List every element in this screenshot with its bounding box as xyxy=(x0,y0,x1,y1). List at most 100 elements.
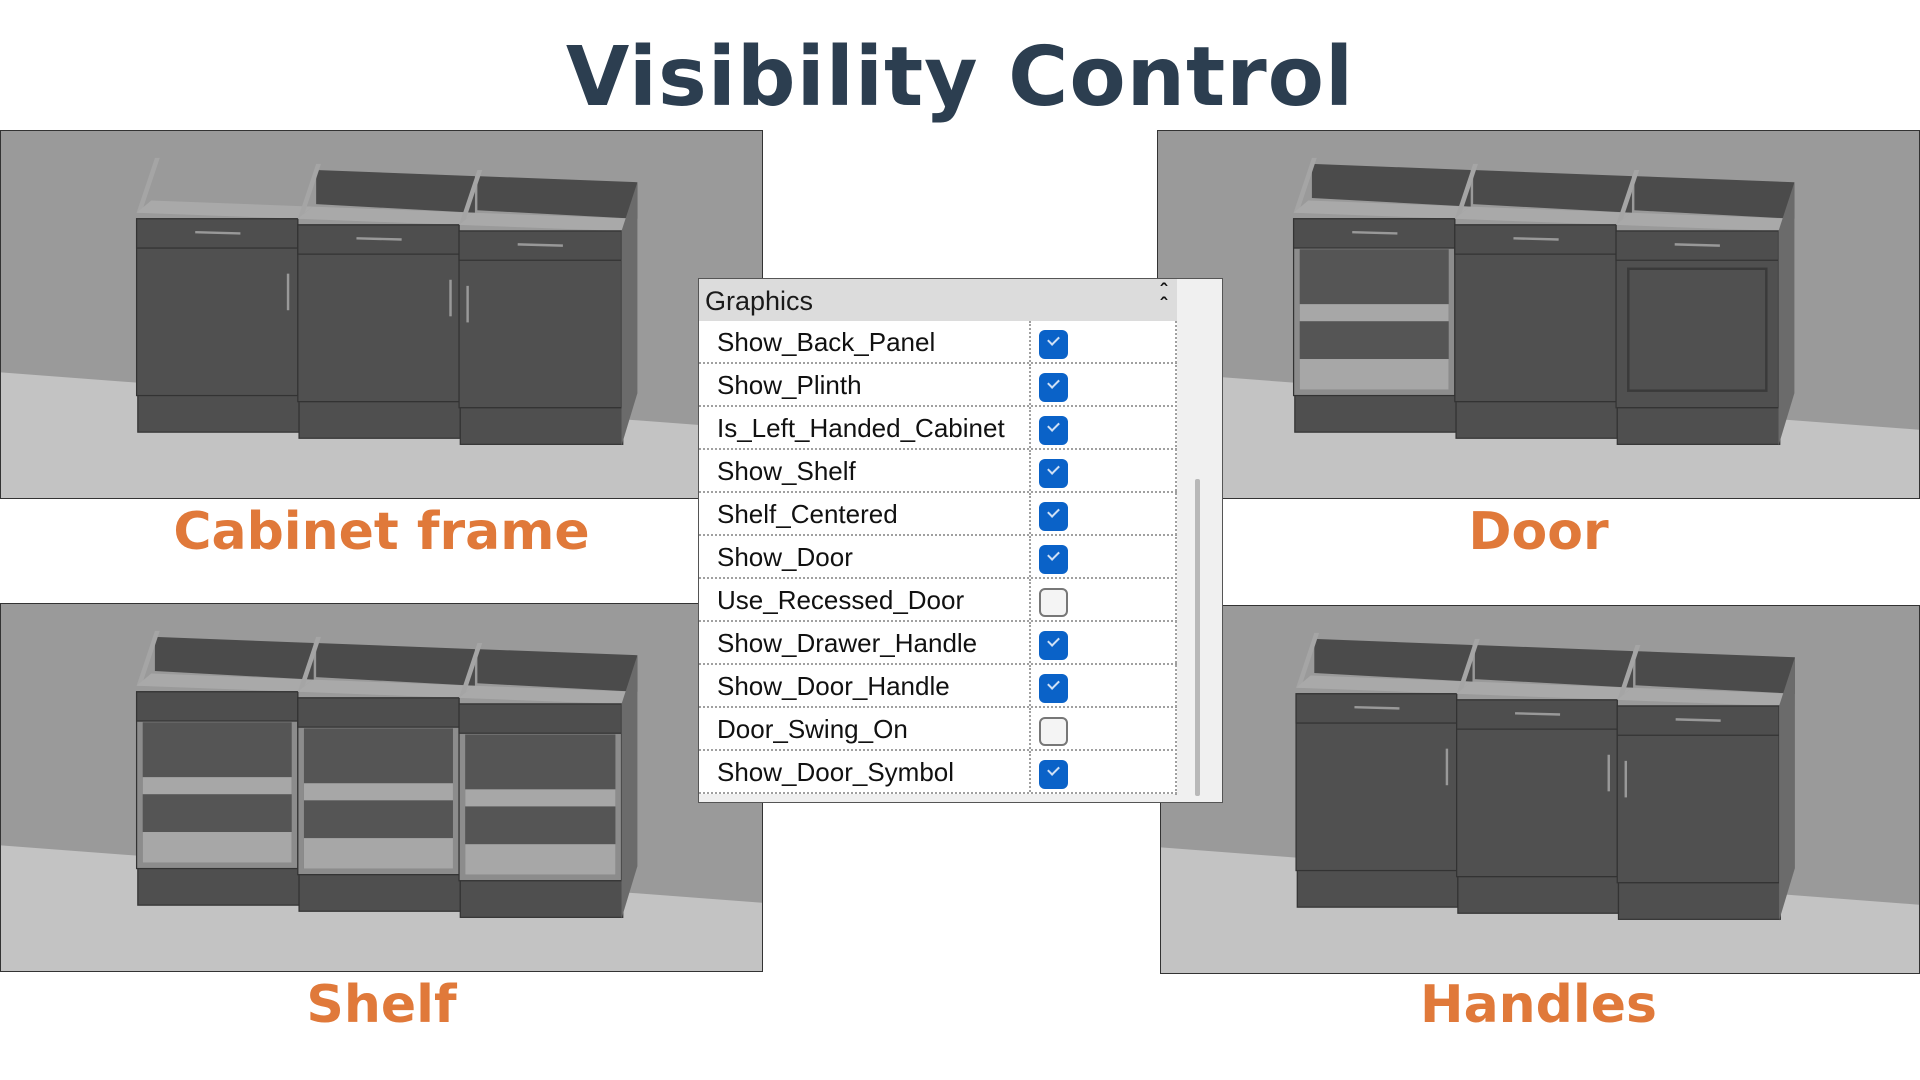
drawer-handle xyxy=(1674,243,1720,247)
plinth xyxy=(137,867,300,906)
checkbox[interactable] xyxy=(1039,373,1068,402)
top-rail xyxy=(459,212,637,231)
plinth xyxy=(1296,869,1459,908)
parameter-value-cell xyxy=(1029,665,1177,706)
scrollbar[interactable] xyxy=(1195,479,1200,796)
checkbox[interactable] xyxy=(1039,631,1068,660)
side-panel xyxy=(297,636,322,692)
parameter-row: Show_Back_Panel xyxy=(699,321,1177,364)
shelf xyxy=(303,783,453,801)
parameter-value-cell xyxy=(1029,751,1177,792)
parameter-label: Is_Left_Handed_Cabinet xyxy=(717,413,1005,443)
checkbox[interactable] xyxy=(1039,459,1068,488)
parameter-value-cell xyxy=(1029,321,1177,362)
shelf-render xyxy=(0,603,763,972)
top-rail xyxy=(297,206,474,225)
back-panel xyxy=(154,636,314,680)
handles-caption: Handles xyxy=(1420,975,1657,1035)
drawer-handle xyxy=(1513,237,1559,241)
plinth xyxy=(298,401,461,439)
side-panel xyxy=(459,170,483,225)
top-rail xyxy=(459,685,637,704)
parameter-label: Show_Shelf xyxy=(717,456,856,486)
plinth xyxy=(1294,394,1457,433)
checkbox[interactable] xyxy=(1039,502,1068,531)
parameter-row: Show_Plinth xyxy=(699,364,1177,407)
parameter-value-cell xyxy=(1029,536,1177,577)
top-rail xyxy=(136,200,313,219)
checkbox[interactable] xyxy=(1039,330,1068,359)
right-side-panel xyxy=(621,655,638,919)
parameter-value-cell xyxy=(1029,407,1177,448)
plinth xyxy=(137,394,300,433)
parameter-label: Show_Door_Symbol xyxy=(717,757,955,787)
plinth xyxy=(459,880,624,918)
back-panel xyxy=(1635,651,1795,694)
drawer-handle xyxy=(1352,230,1398,235)
back-panel xyxy=(1634,176,1795,219)
shelf-caption: Shelf xyxy=(306,975,457,1035)
top-rail xyxy=(1454,206,1631,225)
checkbox[interactable] xyxy=(1039,760,1068,789)
side-panel xyxy=(459,643,483,698)
back-panel xyxy=(1474,645,1634,688)
parameter-row: Show_Door xyxy=(699,536,1177,579)
parameter-row: Is_Left_Handed_Cabinet xyxy=(699,407,1177,450)
grid-divider xyxy=(1175,321,1177,795)
parameter-value-cell xyxy=(1029,493,1177,534)
bottom-shelf xyxy=(465,844,616,875)
drawer-handle xyxy=(517,243,563,247)
parameter-value-cell xyxy=(1029,579,1177,620)
checkbox[interactable] xyxy=(1039,416,1068,445)
bottom-shelf xyxy=(142,832,292,863)
side-panel xyxy=(1296,632,1320,688)
side-panel xyxy=(1616,170,1640,225)
plinth xyxy=(1457,876,1620,914)
handles-render xyxy=(1160,605,1920,974)
top-rail xyxy=(1456,681,1632,700)
drawer-front xyxy=(458,703,623,734)
side-panel xyxy=(1617,645,1641,700)
plinth xyxy=(459,407,624,445)
shelf xyxy=(142,777,292,795)
back-panel xyxy=(1314,638,1473,682)
top-rail xyxy=(1616,212,1794,231)
side-panel xyxy=(1454,163,1479,219)
back-panel xyxy=(477,649,638,692)
parameter-value-cell xyxy=(1029,622,1177,663)
page-title: Visibility Control xyxy=(565,30,1355,125)
parameter-value-cell xyxy=(1029,708,1177,749)
parameter-value-cell xyxy=(1029,450,1177,491)
parameter-row: Show_Drawer_Handle xyxy=(699,622,1177,665)
right-side-panel xyxy=(621,182,638,446)
plinth xyxy=(298,874,461,912)
back-panel xyxy=(316,643,475,686)
parameter-label: Use_Recessed_Door xyxy=(717,585,965,615)
plinth xyxy=(1455,401,1618,439)
door-caption: Door xyxy=(1468,502,1609,562)
checkbox[interactable] xyxy=(1039,717,1068,746)
bottom-shelf xyxy=(1299,359,1449,390)
parameter-row: Use_Recessed_Door xyxy=(699,579,1177,622)
top-rail xyxy=(297,679,474,698)
checkbox[interactable] xyxy=(1039,674,1068,703)
cabinet-frame-render xyxy=(0,130,763,499)
drawer-front xyxy=(297,697,460,728)
top-rail xyxy=(136,673,313,692)
checkbox[interactable] xyxy=(1039,588,1068,617)
parameter-label: Show_Back_Panel xyxy=(717,327,936,357)
parameter-value-cell xyxy=(1029,364,1177,405)
parameter-row: Show_Door_Symbol xyxy=(699,751,1177,794)
parameter-row: Show_Door_Handle xyxy=(699,665,1177,708)
parameter-label: Show_Door_Handle xyxy=(717,671,950,701)
parameter-label: Show_Door xyxy=(717,542,853,572)
right-side-panel xyxy=(1778,182,1795,446)
parameter-row: Show_Shelf xyxy=(699,450,1177,493)
parameter-label: Show_Drawer_Handle xyxy=(717,628,978,658)
side-panel xyxy=(297,163,322,219)
checkbox[interactable] xyxy=(1039,545,1068,574)
